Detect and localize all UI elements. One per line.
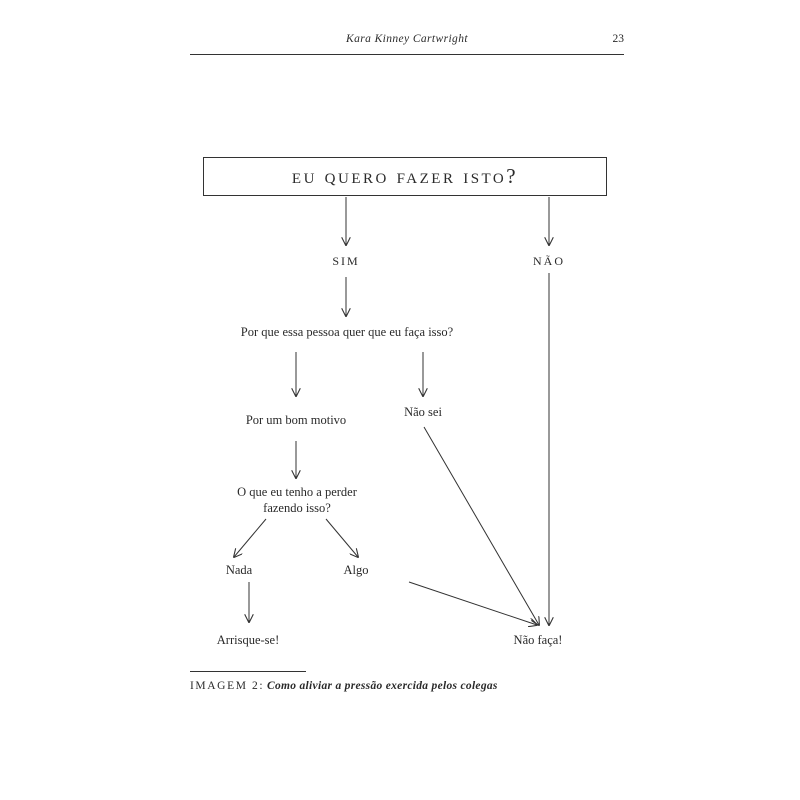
node-sim: SIM (332, 254, 360, 268)
caption-label: IMAGEM 2: (190, 680, 265, 692)
node-nothing: Nada (225, 563, 253, 577)
node-risk-it: Arrisque-se! (216, 633, 280, 647)
caption-text: Como aliviar a pressão exercida pelos co… (267, 680, 498, 692)
node-lose-line1: O que eu tenho a perder (237, 485, 357, 499)
node-something: Algo (343, 563, 369, 577)
node-lose-line2: fazendo isso? (263, 501, 331, 515)
arrow-dont-know-to-dont-do (423, 426, 539, 625)
node-lose: O que eu tenho a perder fazendo isso? (237, 484, 357, 516)
caption-rule (190, 671, 306, 672)
node-nao: NÃO (533, 254, 565, 268)
node-dont-do: Não faça! (513, 633, 563, 647)
question-box: EU QUERO FAZER ISTO? (203, 157, 607, 196)
question-text: EU QUERO FAZER ISTO? (291, 164, 519, 188)
arrow-lose-to-nothing (234, 518, 267, 557)
arrow-something-to-dont-do (408, 581, 537, 625)
node-good-reason: Por um bom motivo (245, 413, 347, 427)
figure-caption: IMAGEM 2: Como aliviar a pressão exercid… (190, 680, 498, 692)
arrow-lose-to-something (325, 518, 358, 557)
node-why: Por que essa pessoa quer que eu faça iss… (240, 325, 454, 339)
author-name: Kara Kinney Cartwright (346, 33, 468, 45)
running-head: Kara Kinney Cartwright 23 (190, 33, 624, 53)
node-dont-know: Não sei (404, 405, 442, 419)
page-number: 23 (612, 33, 625, 45)
header-rule (190, 54, 624, 55)
